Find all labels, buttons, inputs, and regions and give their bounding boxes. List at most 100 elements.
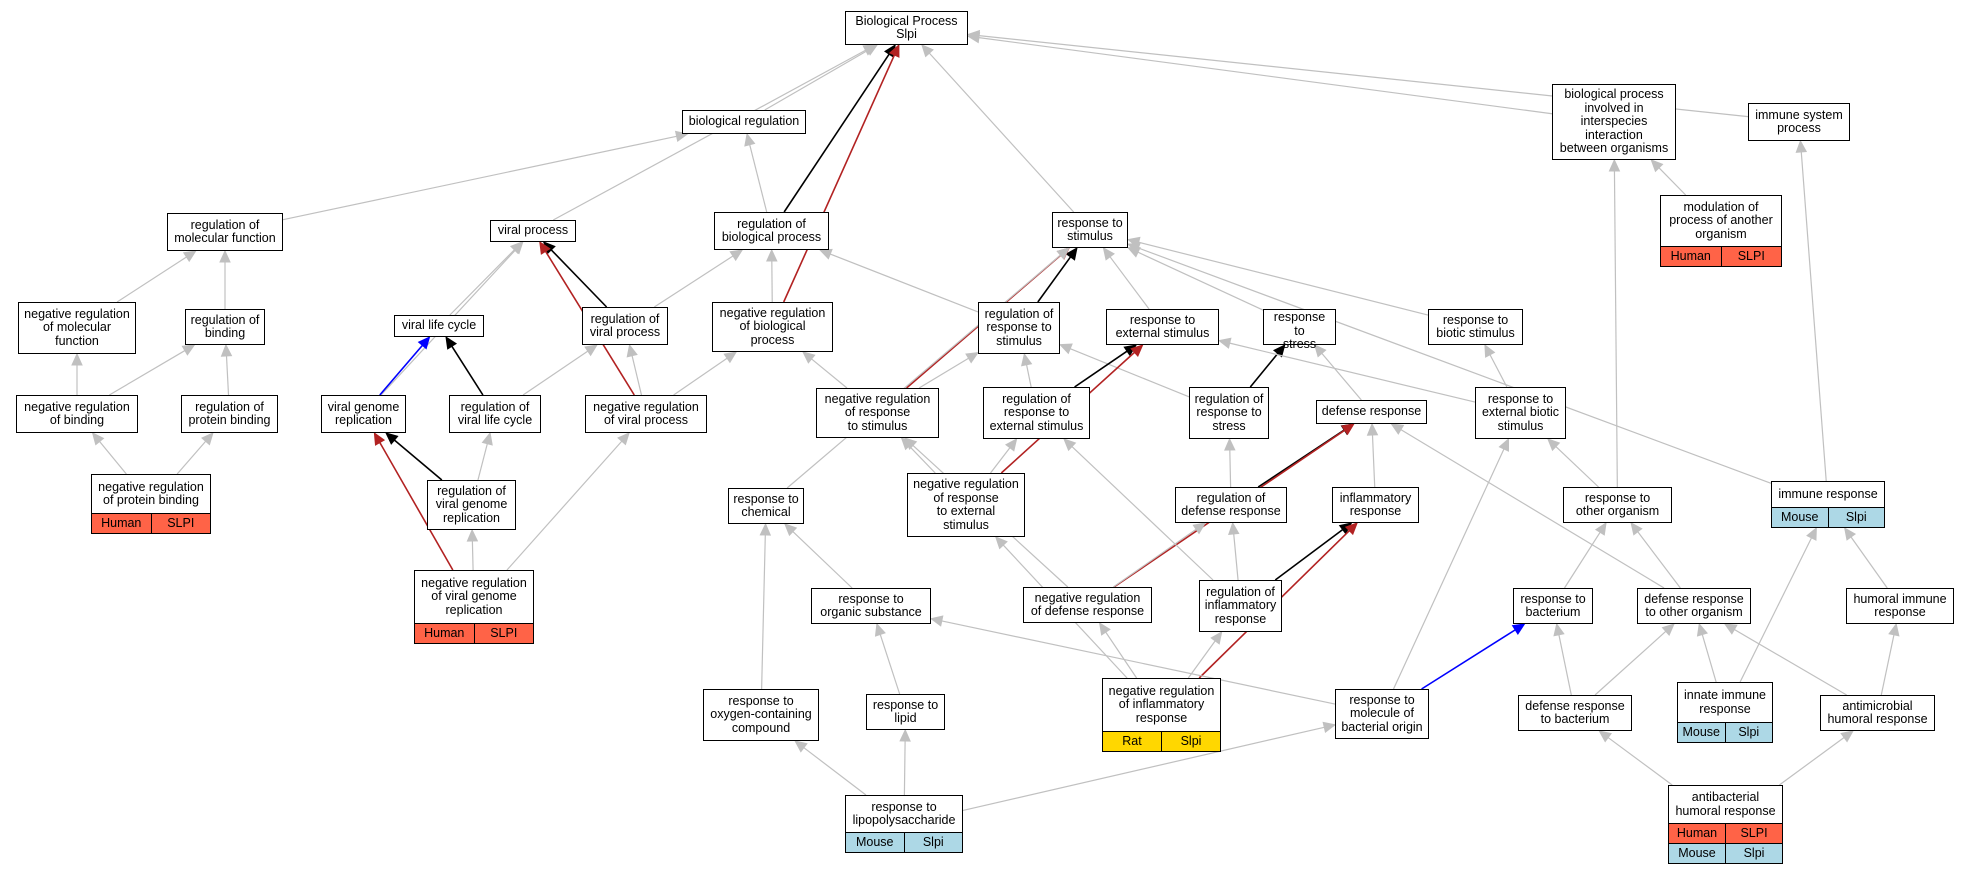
node-regresp[interactable]: regulation of response to stimulus xyxy=(978,302,1060,354)
node-respbact[interactable]: response to bacterium xyxy=(1513,588,1593,624)
node-label: regulation of response to stress xyxy=(1194,391,1264,433)
node-regprot[interactable]: regulation of protein binding xyxy=(181,395,278,433)
node-negregvp[interactable]: negative regulation of viral process xyxy=(585,395,707,433)
edge-negregbp-to-bp xyxy=(782,43,900,303)
node-vgr[interactable]: viral genome replication xyxy=(321,395,406,433)
node-label: response to lipopolysaccharide xyxy=(852,799,956,827)
node-respextbio[interactable]: response to external biotic stimulus xyxy=(1475,387,1566,439)
node-defresp[interactable]: defense response xyxy=(1316,400,1427,424)
node-regdef[interactable]: regulation of defense response xyxy=(1175,487,1287,523)
node-humoral[interactable]: humoral immune response xyxy=(1846,588,1954,624)
edge-respother-to-respextbio xyxy=(1547,438,1599,488)
node-antimic[interactable]: antimicrobial humoral response xyxy=(1820,695,1935,731)
node-negregdef[interactable]: negative regulation of defense response xyxy=(1023,587,1152,623)
edge-resplps-to-resplipid xyxy=(899,728,911,796)
node-bpinv[interactable]: biological process involved in interspec… xyxy=(1552,84,1676,160)
node-resplipid[interactable]: response to lipid xyxy=(866,694,945,730)
node-label: response to molecule of bacterial origin xyxy=(1341,692,1423,734)
node-bp[interactable]: Biological Process Slpi xyxy=(845,11,968,45)
annotation-tag: SLPI xyxy=(1720,247,1781,266)
annotation-tag: SLPI xyxy=(150,514,210,533)
node-respbio[interactable]: response to biotic stimulus xyxy=(1428,309,1523,345)
edge-reginflam-to-inflam xyxy=(1274,522,1353,581)
node-defother[interactable]: defense response to other organism xyxy=(1637,588,1751,624)
node-label: negative regulation of defense response xyxy=(1030,590,1145,618)
edge-respchem-to-respstim xyxy=(786,247,1070,489)
edge-regrstress-to-regresp xyxy=(1058,343,1190,398)
node-negreginflam[interactable]: negative regulation of inflammatory resp… xyxy=(1102,678,1221,752)
node-vlc[interactable]: viral life cycle xyxy=(394,315,484,337)
node-reginflam[interactable]: regulation of inflammatory response xyxy=(1199,580,1282,632)
node-negregbind[interactable]: negative regulation of binding xyxy=(16,395,138,433)
edge-reginflam-to-regdef xyxy=(1228,521,1240,581)
node-label: negative regulation of response to stimu… xyxy=(824,391,931,433)
annotation-tag: Slpi xyxy=(1827,508,1884,527)
node-label: antibacterial humoral response xyxy=(1675,790,1776,818)
node-label: regulation of viral genome replication xyxy=(435,483,508,525)
node-respoxy[interactable]: response to oxygen-containing compound xyxy=(703,689,819,741)
edge-negregbp-to-regbp xyxy=(766,248,778,303)
node-resporg[interactable]: response to organic substance xyxy=(811,588,931,624)
node-regrstress[interactable]: regulation of response to stress xyxy=(1189,387,1269,439)
edge-antibact-to-defbact xyxy=(1598,730,1673,786)
node-negregvgr[interactable]: negative regulation of viral genome repl… xyxy=(414,570,534,644)
node-respmol[interactable]: response to molecule of bacterial origin xyxy=(1335,689,1429,739)
node-regvlc[interactable]: regulation of viral life cycle xyxy=(449,395,541,433)
edge-regmol-to-bioreg xyxy=(282,130,689,221)
edge-defbact-to-respbact xyxy=(1553,622,1572,696)
edge-reginflam-to-regrext xyxy=(1063,438,1214,581)
node-regvgr[interactable]: regulation of viral genome replication xyxy=(427,480,516,530)
node-inflam[interactable]: inflammatory response xyxy=(1332,487,1419,523)
edge-negregprot-to-negregbind xyxy=(91,432,127,475)
node-negregmol[interactable]: negative regulation of molecular functio… xyxy=(18,302,136,354)
node-negregbp[interactable]: negative regulation of biological proces… xyxy=(712,302,833,352)
node-regmol[interactable]: regulation of molecular function xyxy=(167,213,283,251)
edge-negreginflam-to-reginflam xyxy=(1187,631,1223,679)
node-label: negative regulation of biological proces… xyxy=(719,305,826,347)
node-viral[interactable]: viral process xyxy=(490,220,576,242)
node-respstim[interactable]: response to stimulus xyxy=(1052,212,1128,248)
node-bioreg[interactable]: biological regulation xyxy=(682,110,806,134)
edge-negregmol-to-regmol xyxy=(116,250,197,303)
edge-regrstress-to-respstress xyxy=(1249,344,1286,388)
node-regrext[interactable]: regulation of response to external stimu… xyxy=(983,387,1090,439)
node-regvp[interactable]: regulation of viral process xyxy=(582,307,668,345)
annotation-tag: Mouse xyxy=(846,833,904,852)
node-respchem[interactable]: response to chemical xyxy=(728,488,804,524)
edge-respextbio-to-respbio xyxy=(1484,343,1508,388)
annotation-tag: Slpi xyxy=(1161,732,1220,751)
node-respstress[interactable]: response to stress xyxy=(1263,309,1336,351)
node-respext[interactable]: response to external stimulus xyxy=(1106,309,1219,345)
node-label: response to stress xyxy=(1273,310,1326,351)
node-label: regulation of viral process xyxy=(589,311,661,339)
node-imsys[interactable]: immune system process xyxy=(1748,103,1850,141)
node-label: regulation of protein binding xyxy=(188,399,271,427)
edge-respother-to-bpinv xyxy=(1608,158,1621,488)
node-label: regulation of binding xyxy=(190,312,260,340)
node-regbp[interactable]: regulation of biological process xyxy=(714,212,829,250)
node-negregrs[interactable]: negative regulation of response to stimu… xyxy=(816,388,939,438)
node-modproc[interactable]: modulation of process of another organis… xyxy=(1660,195,1782,267)
node-regbind[interactable]: regulation of binding xyxy=(185,309,265,345)
node-label: defense response xyxy=(1321,404,1422,419)
node-respother[interactable]: response to other organism xyxy=(1563,487,1672,523)
edge-antimic-to-defother xyxy=(1723,623,1847,696)
edge-negregvgr-to-regvgr xyxy=(466,528,479,571)
node-defbact[interactable]: defense response to bacterium xyxy=(1518,695,1632,731)
annotation-tag: Mouse xyxy=(1669,844,1725,863)
edge-regprot-to-regbind xyxy=(220,343,233,396)
edge-regvlc-to-regvp xyxy=(522,344,598,396)
edge-resplipid-to-resporg xyxy=(874,622,901,695)
node-label: response to stimulus xyxy=(1057,215,1123,243)
node-negregre[interactable]: negative regulation of response to exter… xyxy=(907,473,1025,537)
node-label: regulation of molecular function xyxy=(174,217,276,245)
